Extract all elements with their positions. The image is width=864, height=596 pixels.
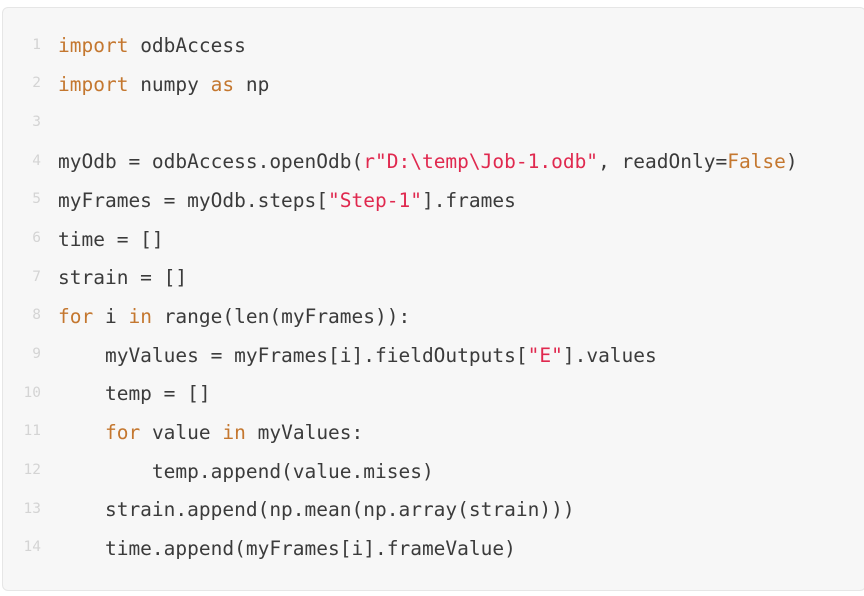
code-text: for i in range(len(myFrames)): <box>58 305 410 328</box>
code-line: 6 time = [] <box>3 220 864 259</box>
code-lines: 1 import odbAccess 2 import numpy as np 3 4 my… <box>3 27 864 568</box>
code-line: 4 myOdb = odbAccess.openOdb(r"D:\temp\Job… <box>3 143 864 182</box>
code-line: 13 strain.append(np.mean(np.array(strain… <box>3 490 864 529</box>
plain-token: , readOnly= <box>598 150 728 174</box>
plain-token: numpy <box>128 73 211 97</box>
keyword-token: in <box>128 305 152 329</box>
keyword-token: import <box>58 34 129 58</box>
code-line: 3 <box>3 104 864 143</box>
code-text: time = [] <box>58 228 164 251</box>
code-text: temp = [] <box>58 382 211 405</box>
line-number: 10 <box>23 384 41 401</box>
string-token: "E" <box>527 343 563 367</box>
plain-token: time = [] <box>58 227 164 251</box>
code-line: 14 time.append(myFrames[i].frameValue) <box>3 529 864 568</box>
plain-token: temp = [] <box>58 382 211 406</box>
string-token: r"D:\temp\Job-1.odb" <box>363 150 599 174</box>
keyword-token: as <box>210 73 235 97</box>
keyword-token: import <box>58 73 129 97</box>
code-line: 9 myValues = myFrames[i].fieldOutputs["E… <box>3 336 864 375</box>
code-line: 10 temp = [] <box>3 375 864 414</box>
keyword-token: False <box>727 150 786 174</box>
keyword-token: for <box>104 420 141 444</box>
code-text: myValues = myFrames[i].fieldOutputs["E"]… <box>58 344 657 367</box>
line-number: 5 <box>32 191 41 208</box>
plain-token: myValues = myFrames[i].fieldOutputs[ <box>58 343 528 367</box>
code-text: strain = [] <box>58 266 187 289</box>
plain-token: ].values <box>562 343 657 367</box>
plain-token: strain = [] <box>58 266 188 290</box>
line-number: 14 <box>23 539 41 556</box>
code-line: 11 for value in myValues: <box>3 413 864 452</box>
plain-token: strain.append(np.mean(np.array(strain))) <box>58 498 575 522</box>
line-number: 12 <box>23 461 41 478</box>
plain-token: temp.append(value.mises) <box>58 459 434 483</box>
code-text: for value in myValues: <box>58 421 363 444</box>
plain-token: ) <box>785 150 798 174</box>
plain-token: myValues: <box>245 420 364 444</box>
code-line: 1 import odbAccess <box>3 27 864 66</box>
plain-token: np <box>234 73 270 97</box>
code-text: import odbAccess <box>58 34 246 57</box>
plain-token: i <box>93 305 129 329</box>
keyword-token: in <box>222 420 246 444</box>
string-token: "Step-1" <box>328 189 422 213</box>
code-line: 2 import numpy as np <box>3 65 864 104</box>
code-line: 8 for i in range(len(myFrames)): <box>3 297 864 336</box>
line-number: 6 <box>32 229 41 246</box>
plain-token: myOdb = odbAccess.openOdb( <box>58 150 364 174</box>
code-text: time.append(myFrames[i].frameValue) <box>58 537 516 560</box>
plain-token: range(len(myFrames)): <box>151 305 411 329</box>
code-line: 12 temp.append(value.mises) <box>3 452 864 491</box>
plain-token: myFrames = myOdb.steps[ <box>58 189 329 213</box>
line-number: 7 <box>32 268 41 285</box>
plain-token: time.append(myFrames[i].frameValue) <box>58 536 516 560</box>
line-number: 3 <box>32 113 41 130</box>
plain-token: value <box>140 420 223 444</box>
line-number: 13 <box>23 500 41 517</box>
plain-token <box>58 421 105 444</box>
plain-token: odbAccess <box>128 34 246 58</box>
line-number: 1 <box>32 36 41 53</box>
plain-token: ].frames <box>421 189 516 213</box>
line-number: 9 <box>32 345 41 362</box>
code-line: 5 myFrames = myOdb.steps["Step-1"].frames <box>3 181 864 220</box>
code-block: 1 import odbAccess 2 import numpy as np 3 4 my… <box>2 7 864 591</box>
code-text: temp.append(value.mises) <box>58 460 434 483</box>
code-text: myOdb = odbAccess.openOdb(r"D:\temp\Job-… <box>58 150 798 173</box>
line-number: 11 <box>23 423 41 440</box>
code-text: strain.append(np.mean(np.array(strain))) <box>58 498 575 521</box>
keyword-token: for <box>58 305 94 329</box>
line-number: 4 <box>32 152 41 169</box>
line-number: 2 <box>32 75 41 92</box>
line-number: 8 <box>32 307 41 324</box>
code-line: 7 strain = [] <box>3 259 864 298</box>
code-text: import numpy as np <box>58 73 269 96</box>
code-text: myFrames = myOdb.steps["Step-1"].frames <box>58 189 516 212</box>
